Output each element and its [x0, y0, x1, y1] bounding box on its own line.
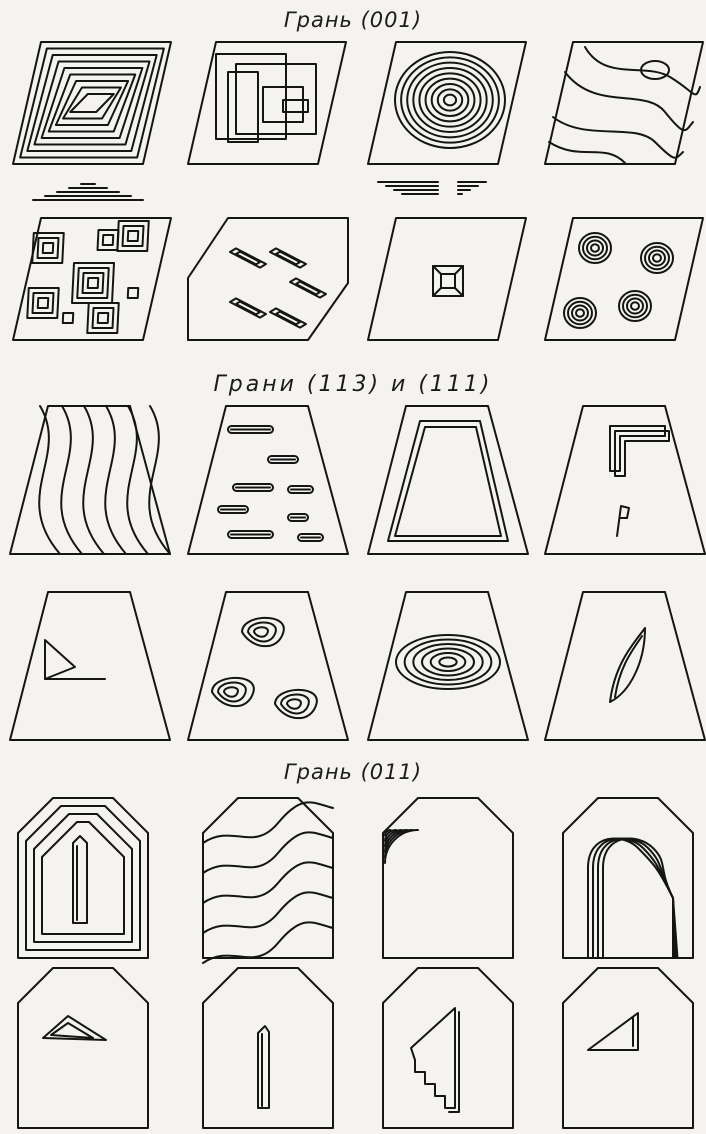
central-pyramid-pit	[368, 218, 526, 340]
vertical-bar	[203, 968, 333, 1128]
corner-arcs	[383, 798, 513, 958]
oval-spiral	[368, 592, 528, 740]
elongated-hexagon-spirals	[188, 218, 348, 340]
curved-contours	[10, 406, 170, 554]
circular-spiral-steps	[368, 42, 526, 194]
multiple-square-spirals	[13, 218, 171, 340]
wavy-contours	[545, 42, 703, 164]
lens-inclusion	[545, 592, 705, 740]
l-shaped-step	[545, 406, 705, 554]
corner-triangle	[10, 592, 170, 740]
staircase-step	[383, 968, 513, 1128]
square-spiral-steps	[13, 42, 171, 200]
wavy-contours	[203, 798, 333, 963]
elongated-islands	[188, 406, 348, 554]
three-drop-spirals	[188, 592, 348, 740]
nested-rect-layers	[188, 42, 346, 164]
nested-pentagon-steps	[18, 798, 148, 958]
right-triangle-step	[563, 968, 693, 1128]
four-circular-spirals	[545, 218, 703, 340]
u-shaped-band	[563, 798, 693, 958]
triangle-step	[18, 968, 148, 1128]
inner-trapezoid-rim	[368, 406, 528, 554]
